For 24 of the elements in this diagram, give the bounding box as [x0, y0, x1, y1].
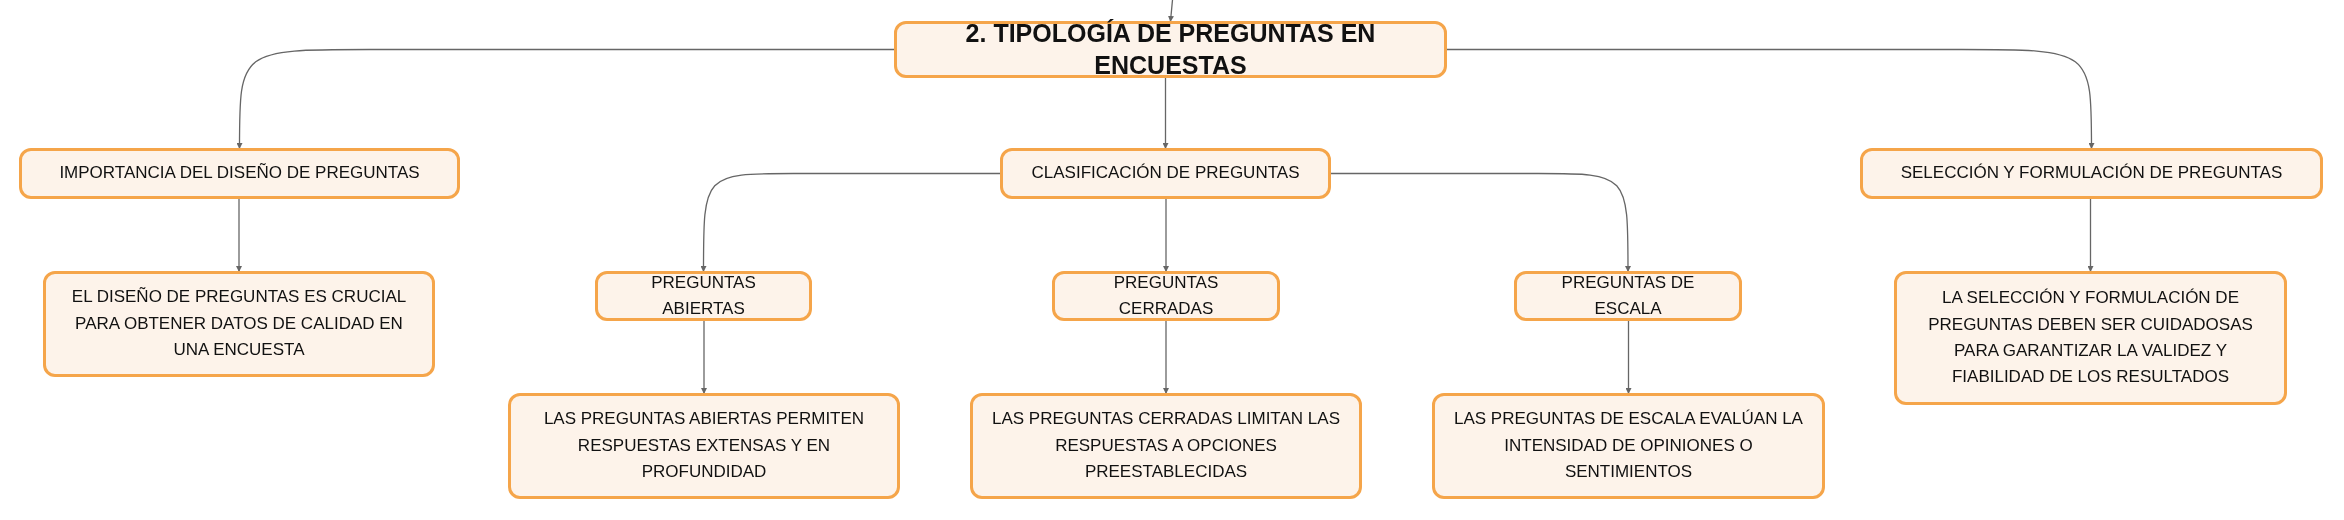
connector-arrow [1163, 320, 1169, 394]
subtopic-box: LAS PREGUNTAS ABIERTAS PERMITEN RESPUESTAS EXTENSAS Y EN PROFUNDIDAD [508, 393, 900, 499]
connector-arrow [236, 198, 242, 272]
subtopic-box: PREGUNTAS CERRADAS [1052, 271, 1280, 321]
connector-arrow [1168, 0, 1174, 22]
subtopic-box: IMPORTANCIA DEL DISEÑO DE PREGUNTAS [19, 148, 460, 199]
connector-arrow [1446, 48, 2095, 149]
connector-arrow [1163, 198, 1169, 272]
connector-arrow [1625, 320, 1632, 394]
connector-arrow [700, 172, 1001, 272]
subtopic-box: PREGUNTAS ABIERTAS [595, 271, 812, 321]
subtopic-box: LAS PREGUNTAS CERRADAS LIMITAN LAS RESPUESTAS A OPCIONES PREESTABLECIDAS [970, 393, 1362, 499]
connector-arrow [2087, 198, 2094, 272]
subtopic-box: LAS PREGUNTAS DE ESCALA EVALÚAN LA INTENSIDAD DE OPINIONES O SENTIMIENTOS [1432, 393, 1825, 499]
subtopic-box: LA SELECCIÓN Y FORMULACIÓN DE PREGUNTAS DEBEN SER CUIDADOSAS PARA GARANTIZAR LA VALIDEZ Y FIABILIDAD DE LOS RESULTADOS [1894, 271, 2287, 405]
connector-arrow [1162, 77, 1169, 149]
subtopic-box: CLASIFICACIÓN DE PREGUNTAS [1000, 148, 1331, 199]
subtopic-box: EL DISEÑO DE PREGUNTAS ES CRUCIAL PARA OBTENER DATOS DE CALIDAD EN UNA ENCUESTA [43, 271, 435, 377]
subtopic-box: PREGUNTAS DE ESCALA [1514, 271, 1742, 321]
connector-arrow [1330, 172, 1631, 272]
topic-box: 2. TIPOLOGÍA DE PREGUNTAS EN ENCUESTAS [894, 21, 1447, 78]
subtopic-box: SELECCIÓN Y FORMULACIÓN DE PREGUNTAS [1860, 148, 2323, 199]
connector-arrow [236, 48, 895, 149]
connector-arrow [701, 320, 707, 394]
